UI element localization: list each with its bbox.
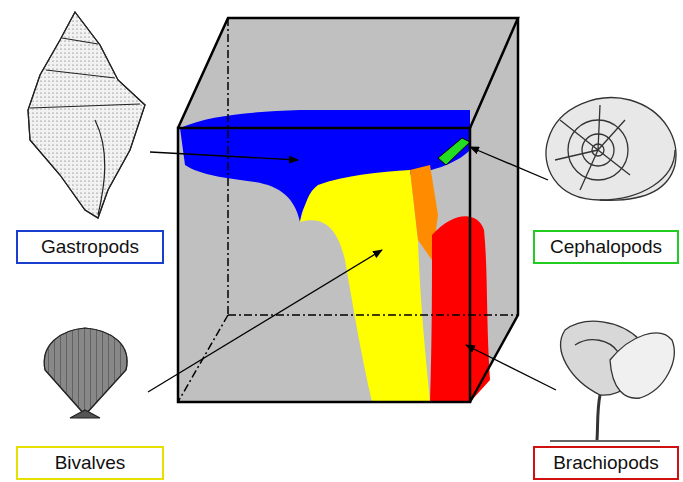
label-box: Brachiopods <box>533 446 679 480</box>
label-text: Cephalopods <box>544 236 668 258</box>
gastropod-shell <box>28 12 145 218</box>
label-box: Bivalves <box>16 446 164 480</box>
label-text: Bivalves <box>49 452 132 474</box>
bivalve-shell <box>44 328 127 418</box>
label-box: Cephalopods <box>533 230 679 264</box>
label-text: Brachiopods <box>547 452 665 474</box>
brachiopod-shell <box>550 321 674 441</box>
label-text: Gastropods <box>35 236 145 258</box>
label-box: Gastropods <box>16 230 164 264</box>
nautilus-shell <box>546 98 676 201</box>
